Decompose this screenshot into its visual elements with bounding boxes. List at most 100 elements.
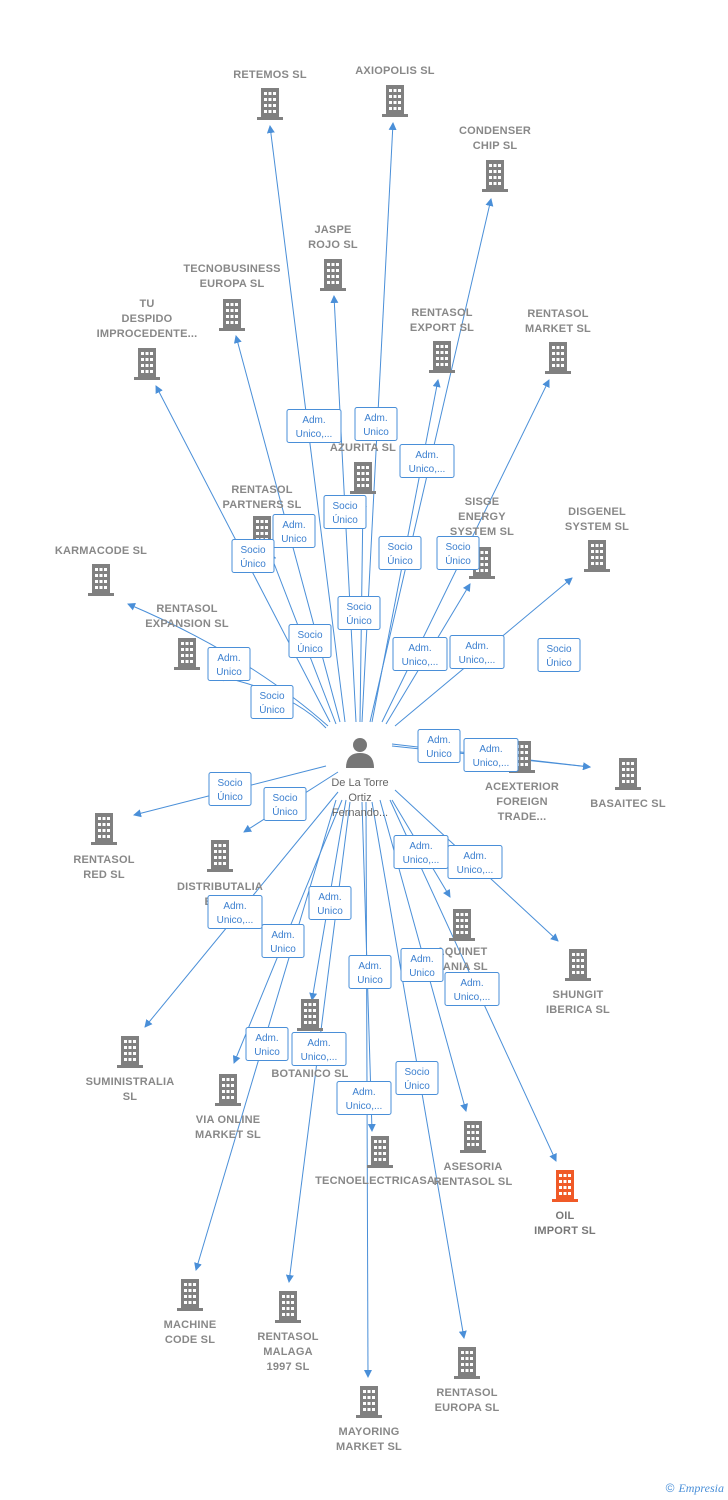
company-label: SYSTEM SL	[450, 526, 514, 538]
badge-label: Único	[217, 790, 243, 803]
relation-badge[interactable]: Adm.Unico	[308, 886, 352, 920]
building-icon	[382, 85, 408, 117]
building-icon	[584, 540, 610, 572]
badge-label: Adm.	[463, 851, 486, 862]
relation-badge[interactable]: Adm.Unico	[348, 955, 392, 989]
relation-badge[interactable]: Adm.Unico,...	[444, 972, 500, 1006]
relation-badge[interactable]: Adm. Unico	[417, 729, 461, 763]
badge-label: Socio	[404, 1067, 429, 1078]
badge-label: Adm.	[427, 735, 450, 746]
copyright-icon: ©	[665, 1481, 675, 1495]
relation-badge[interactable]: Adm.Unico,...	[447, 845, 503, 879]
relation-badge[interactable]: Adm.Unico	[354, 407, 398, 441]
badge-label: Adm.	[318, 892, 341, 903]
company-node-basaitec[interactable]: BASAITEC SL	[590, 758, 666, 810]
company-label: BASAITEC SL	[590, 798, 666, 810]
company-label: RENTASOL	[411, 307, 472, 319]
relation-badge[interactable]: Adm.Unico,...	[207, 895, 263, 929]
badge-label: Unico	[426, 749, 452, 760]
company-label: TU	[139, 298, 154, 310]
building-icon	[297, 999, 323, 1031]
company-label: MARKET SL	[195, 1129, 261, 1141]
relation-badge[interactable]: Adm.Unico	[261, 924, 305, 958]
building-icon	[460, 1121, 486, 1153]
brand-name: Empresia	[678, 1481, 724, 1495]
badge-label: Socio	[346, 602, 371, 613]
company-node-retemos[interactable]: RETEMOS SL	[233, 69, 307, 120]
building-icon	[552, 1170, 578, 1202]
relation-badge[interactable]: Adm.Unico	[272, 514, 316, 548]
company-node-botanico[interactable]: BOTANICO SL	[271, 999, 348, 1080]
badge-label: Unico,...	[346, 1101, 383, 1112]
badge-label: Único	[546, 656, 572, 669]
relation-badge[interactable]: Adm.Unico,...	[393, 835, 449, 869]
company-label: IMPROCEDENTE...	[97, 328, 198, 340]
building-icon	[356, 1386, 382, 1418]
badge-label: Único	[332, 513, 358, 526]
badge-label: Unico,...	[296, 429, 333, 440]
company-node-tecnoelectrica[interactable]: TECNOELECTRICASA...	[315, 1136, 445, 1187]
company-label: DESPIDO	[122, 313, 173, 325]
relation-badge[interactable]: Adm.Unico	[207, 647, 251, 681]
relation-badge[interactable]: Adm.Unico	[245, 1027, 289, 1061]
person-name: Ortiz	[348, 792, 371, 804]
relation-badge[interactable]: Adm.Unico,...	[392, 637, 448, 671]
badge-label: Adm.	[223, 901, 246, 912]
footer-brand[interactable]: ©Empresia	[666, 1481, 724, 1496]
company-node-karmacode[interactable]: KARMACODE SL	[55, 545, 147, 596]
company-label: EUROPA SL	[200, 278, 265, 290]
relation-badge[interactable]: Adm.Unico,...	[336, 1081, 392, 1115]
relation-badge[interactable]: Adm.Unico,...	[286, 409, 342, 443]
company-node-tudespido[interactable]: TU DESPIDO IMPROCEDENTE...	[97, 298, 198, 380]
company-label: FOREIGN	[496, 796, 548, 808]
relation-badge[interactable]: Adm.Unico,...	[463, 738, 519, 772]
company-label: SHUNGIT	[553, 989, 604, 1001]
company-label: RED SL	[83, 869, 125, 881]
badge-label: Unico,...	[473, 758, 510, 769]
company-node-axiopolis[interactable]: AXIOPOLIS SL	[355, 65, 435, 117]
building-icon	[350, 462, 376, 494]
company-label: MACHINE	[164, 1319, 217, 1331]
relation-badge[interactable]: Adm.Unico	[400, 948, 444, 982]
relation-badge[interactable]: Adm.Unico,...	[399, 444, 455, 478]
center-person-node[interactable]: De La TorreOrtizFernando...	[331, 738, 389, 819]
building-icon	[615, 758, 641, 790]
company-node-acexterior[interactable]: ACEXTERIORFOREIGNTRADE...	[485, 741, 559, 823]
badge-label: Adm.	[460, 978, 483, 989]
relation-badge[interactable]: Adm.Unico,...	[291, 1032, 347, 1066]
company-label: SUMINISTRALIA	[86, 1076, 175, 1088]
relation-badge[interactable]: Adm.Unico,...	[449, 635, 505, 669]
badge-label: Socio	[445, 542, 470, 553]
